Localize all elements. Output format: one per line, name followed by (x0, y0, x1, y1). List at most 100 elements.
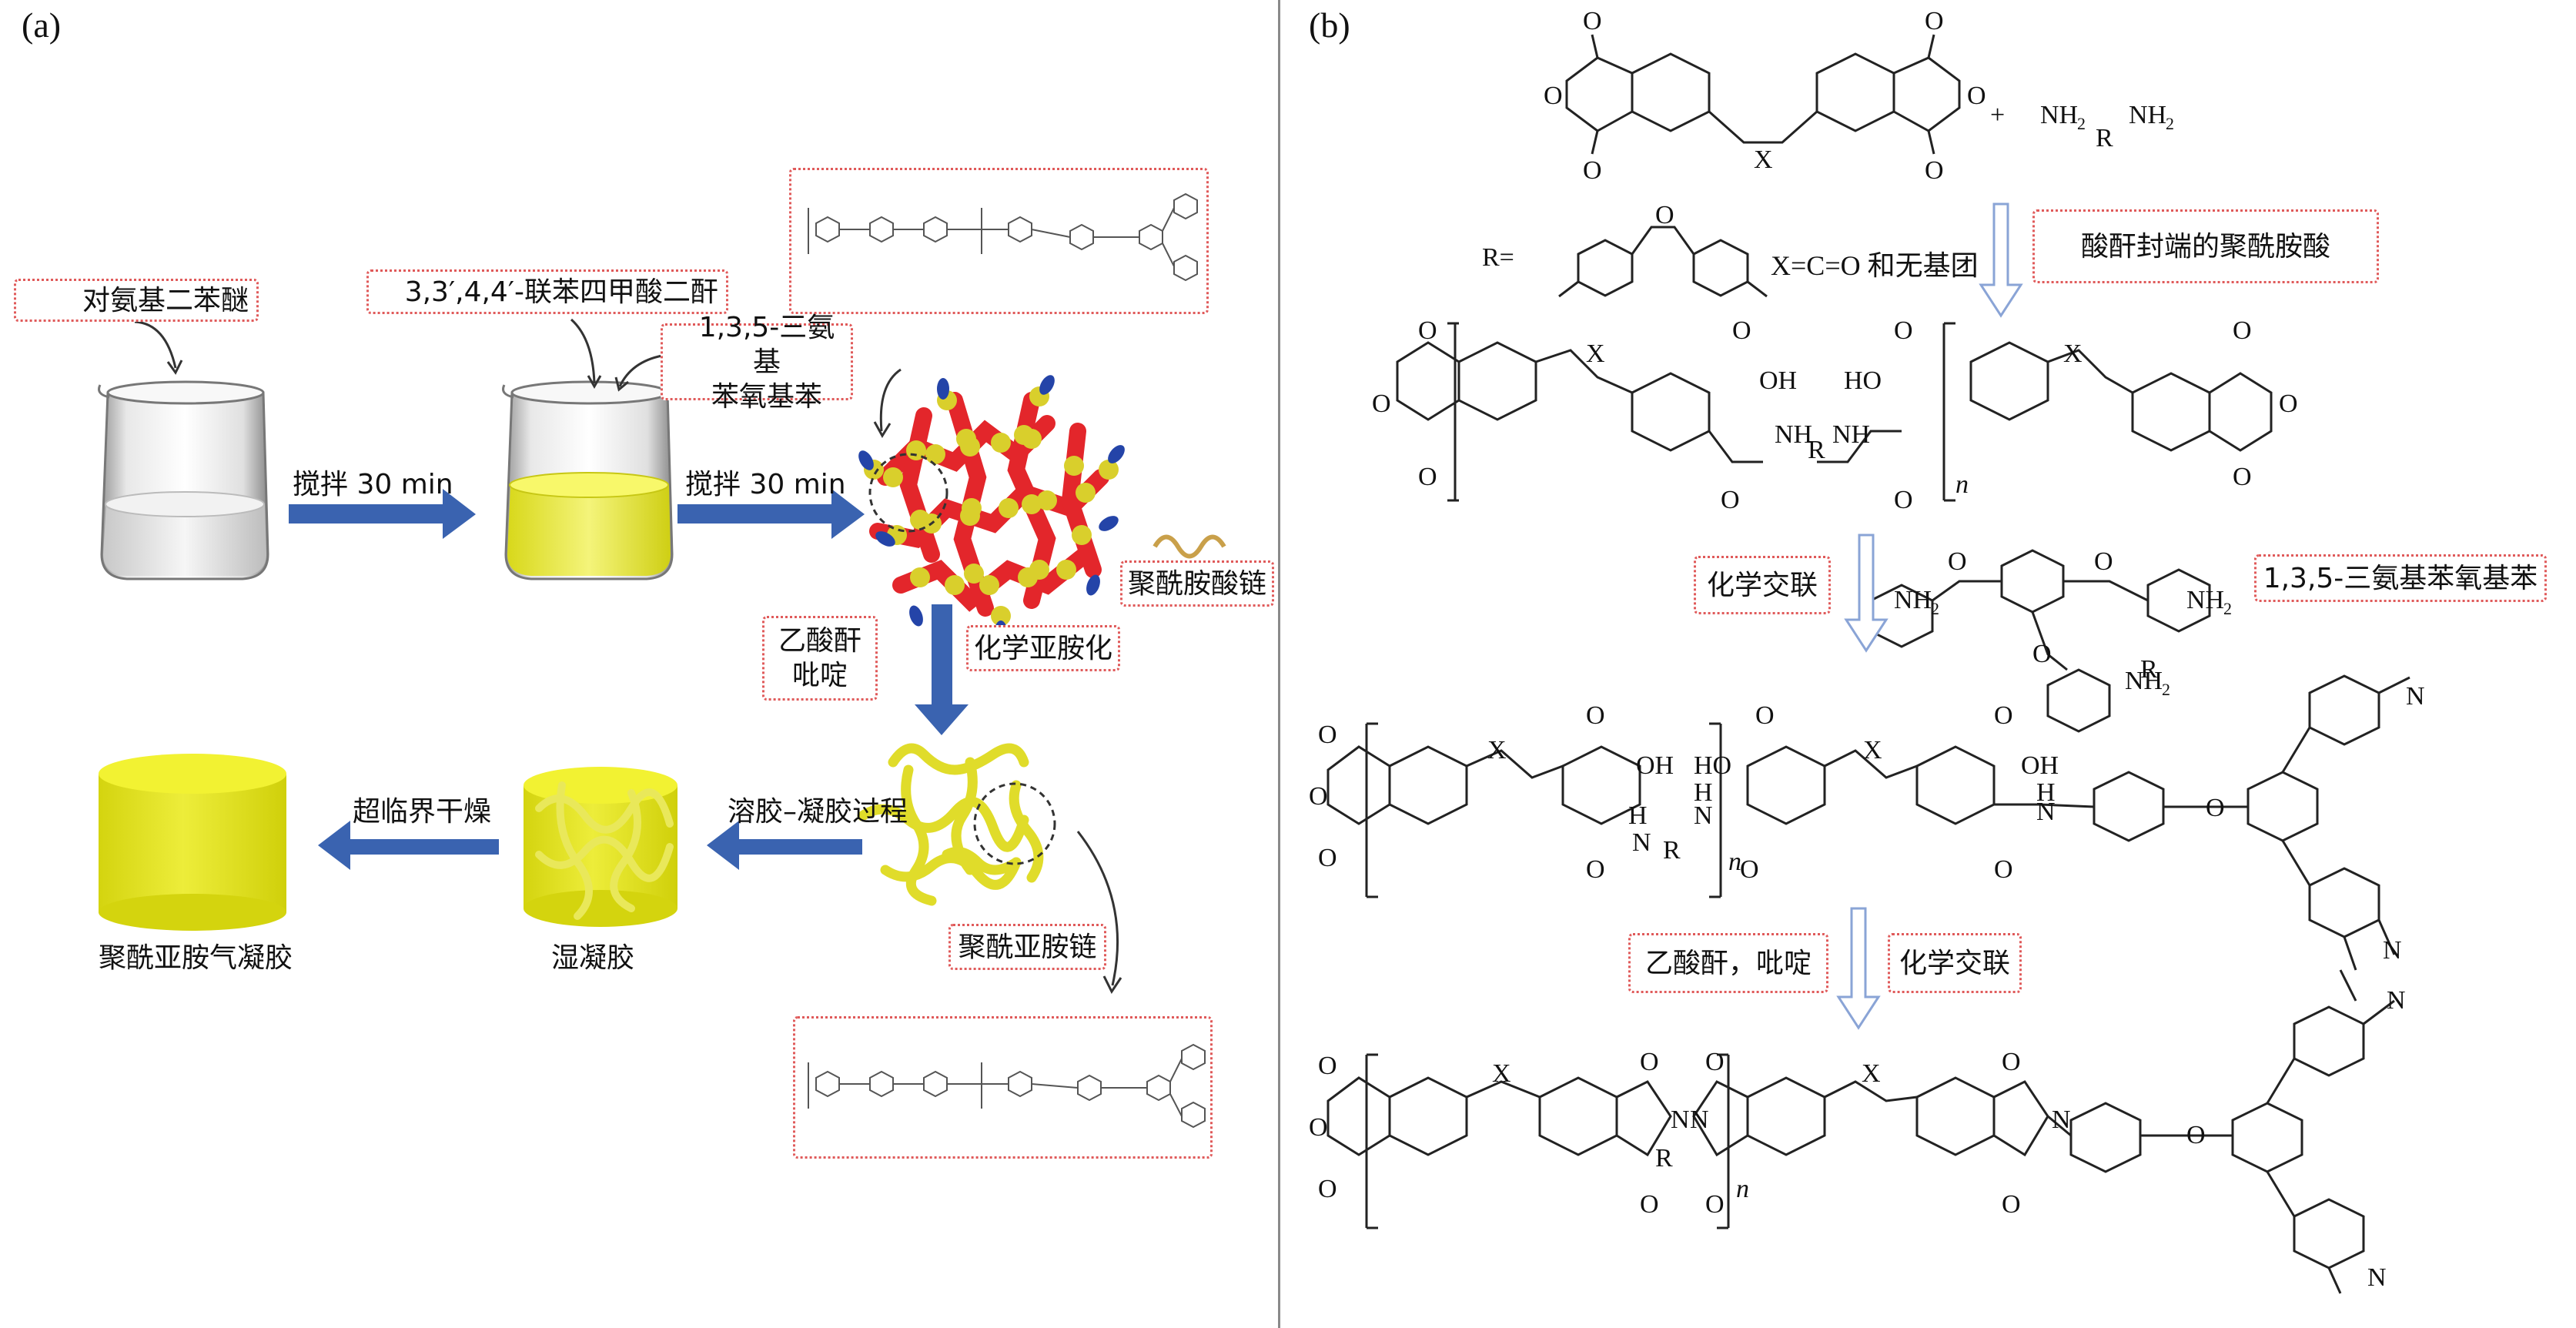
label-anhydride-paa: 酸酐封端的聚酰胺酸 (2032, 209, 2379, 283)
panel-label-b: (b) (1309, 5, 1350, 45)
svg-text:HO: HO (1844, 366, 1882, 395)
label-scd: 超临界干燥 (353, 796, 492, 828)
svg-text:O: O (1894, 316, 1913, 345)
svg-text:X: X (1586, 340, 1605, 368)
svg-text:OH: OH (1759, 366, 1797, 395)
svg-text:O: O (2186, 1121, 2206, 1149)
paa-structure-thumb (808, 192, 1198, 282)
svg-text:O: O (1640, 1048, 1659, 1076)
beaker-oda (98, 380, 269, 580)
svg-text:O: O (1309, 1113, 1328, 1142)
label-pi-chain: 聚酰亚胺链 (948, 924, 1106, 970)
svg-text:O: O (1705, 1048, 1725, 1076)
svg-text:O: O (1544, 82, 1563, 110)
svg-text:O: O (1925, 7, 1944, 35)
label-crosslink-1: 化学交联 (1694, 556, 1831, 614)
svg-text:R: R (2096, 124, 2113, 152)
svg-text:O: O (2279, 390, 2298, 418)
pour-arrows (134, 318, 663, 392)
svg-text:n: n (1728, 848, 1741, 876)
svg-text:O: O (1925, 156, 1944, 185)
svg-text:NH: NH (1894, 586, 1932, 614)
svg-text:n: n (1955, 470, 1969, 499)
svg-text:HO: HO (1694, 751, 1731, 780)
svg-text:N: N (1694, 801, 1713, 830)
svg-text:O: O (1967, 82, 1986, 110)
svg-text:NH: NH (1832, 420, 1870, 449)
svg-text:O: O (1755, 701, 1775, 730)
svg-text:O: O (1721, 486, 1740, 514)
svg-text:O: O (1948, 547, 1967, 576)
pi-structure-thumb (808, 1043, 1206, 1129)
label-chem-imid: 化学亚胺化 (966, 625, 1120, 671)
svg-text:2: 2 (1931, 599, 1939, 618)
svg-text:O: O (1309, 782, 1328, 811)
label-oda: 对氨基二苯醚 (14, 279, 259, 322)
svg-text:O: O (2002, 1048, 2021, 1076)
svg-text:R: R (2140, 655, 2158, 684)
label-crosslink-2: 化学交联 (1888, 933, 2022, 993)
svg-text:N: N (1632, 828, 1651, 857)
svg-text:O: O (2002, 1190, 2021, 1219)
svg-text:O: O (1994, 701, 2013, 730)
svg-text:O: O (2233, 463, 2252, 491)
svg-text:X: X (1863, 736, 1882, 764)
svg-text:N: N (2052, 1106, 2071, 1134)
svg-text:2: 2 (2166, 114, 2174, 133)
svg-text:O: O (2233, 316, 2252, 345)
panel-label-a: (a) (22, 5, 62, 45)
aerogel-cylinder (99, 754, 286, 931)
svg-text:O: O (1318, 721, 1337, 749)
svg-text:NH: NH (2040, 101, 2078, 129)
label-reagents-2: 乙酸酐，吡啶 (1628, 933, 1828, 993)
svg-text:R: R (1808, 436, 1825, 464)
svg-text:O: O (1640, 1190, 1659, 1219)
svg-text:X: X (1492, 1059, 1511, 1088)
svg-text:NH: NH (2125, 667, 2163, 695)
svg-text:2: 2 (2223, 599, 2232, 618)
svg-text:O: O (1418, 316, 1437, 345)
svg-text:N: N (2036, 798, 2056, 826)
svg-text:OH: OH (1636, 751, 1674, 780)
svg-text:O: O (1586, 701, 1605, 730)
label-imid-reagents: 乙酸酐 吡啶 (762, 616, 878, 701)
svg-text:O: O (1318, 844, 1337, 872)
svg-text:OH: OH (2021, 751, 2059, 780)
label-tapob: 1,3,5-三氨基 苯氧基苯 (661, 312, 853, 413)
wet-gel-cylinder (524, 767, 677, 927)
svg-text:2: 2 (2077, 114, 2086, 133)
svg-text:N: N (2383, 936, 2402, 965)
svg-text:R=: R= (1482, 243, 1514, 272)
svg-text:N: N (2387, 986, 2406, 1015)
svg-text:N: N (1690, 1106, 1709, 1134)
svg-text:O: O (2094, 547, 2113, 576)
svg-text:NH: NH (2186, 586, 2224, 614)
svg-text:N: N (1671, 1106, 1690, 1134)
svg-text:2: 2 (2162, 680, 2170, 699)
label-stir-1: 搅拌 30 min (293, 469, 453, 500)
pi-structure-box (793, 1016, 1213, 1159)
label-bpda: 3,3′,4,4′-联苯四甲酸二酐 (366, 269, 728, 314)
label-aerogel: 聚酰亚胺气凝胶 (99, 942, 293, 974)
svg-text:O: O (1994, 855, 2013, 884)
svg-text:O: O (1583, 156, 1602, 185)
svg-text:X: X (1487, 736, 1507, 764)
svg-text:+: + (1990, 101, 2005, 129)
label-x-definition: X=C=O 和无基团 (1771, 250, 1979, 281)
svg-text:O: O (1732, 316, 1751, 345)
svg-text:O: O (2206, 794, 2225, 822)
label-stir-2: 搅拌 30 min (685, 469, 846, 500)
beaker-bpda (502, 380, 674, 580)
svg-text:X: X (1754, 146, 1773, 174)
svg-text:NH: NH (1775, 420, 1812, 449)
paa-structure-box (789, 168, 1209, 314)
label-paa-chain: 聚酰胺酸链 (1120, 560, 1274, 607)
svg-text:O: O (2032, 640, 2052, 668)
label-solgel: 溶胶–凝胶过程 (728, 796, 908, 828)
svg-text:O: O (1318, 1052, 1337, 1080)
label-tapob-name: 1,3,5-三氨基苯氧基苯 (2254, 554, 2547, 602)
svg-text:O: O (1655, 201, 1674, 229)
svg-text:R: R (1663, 836, 1681, 865)
svg-text:O: O (1372, 390, 1391, 418)
